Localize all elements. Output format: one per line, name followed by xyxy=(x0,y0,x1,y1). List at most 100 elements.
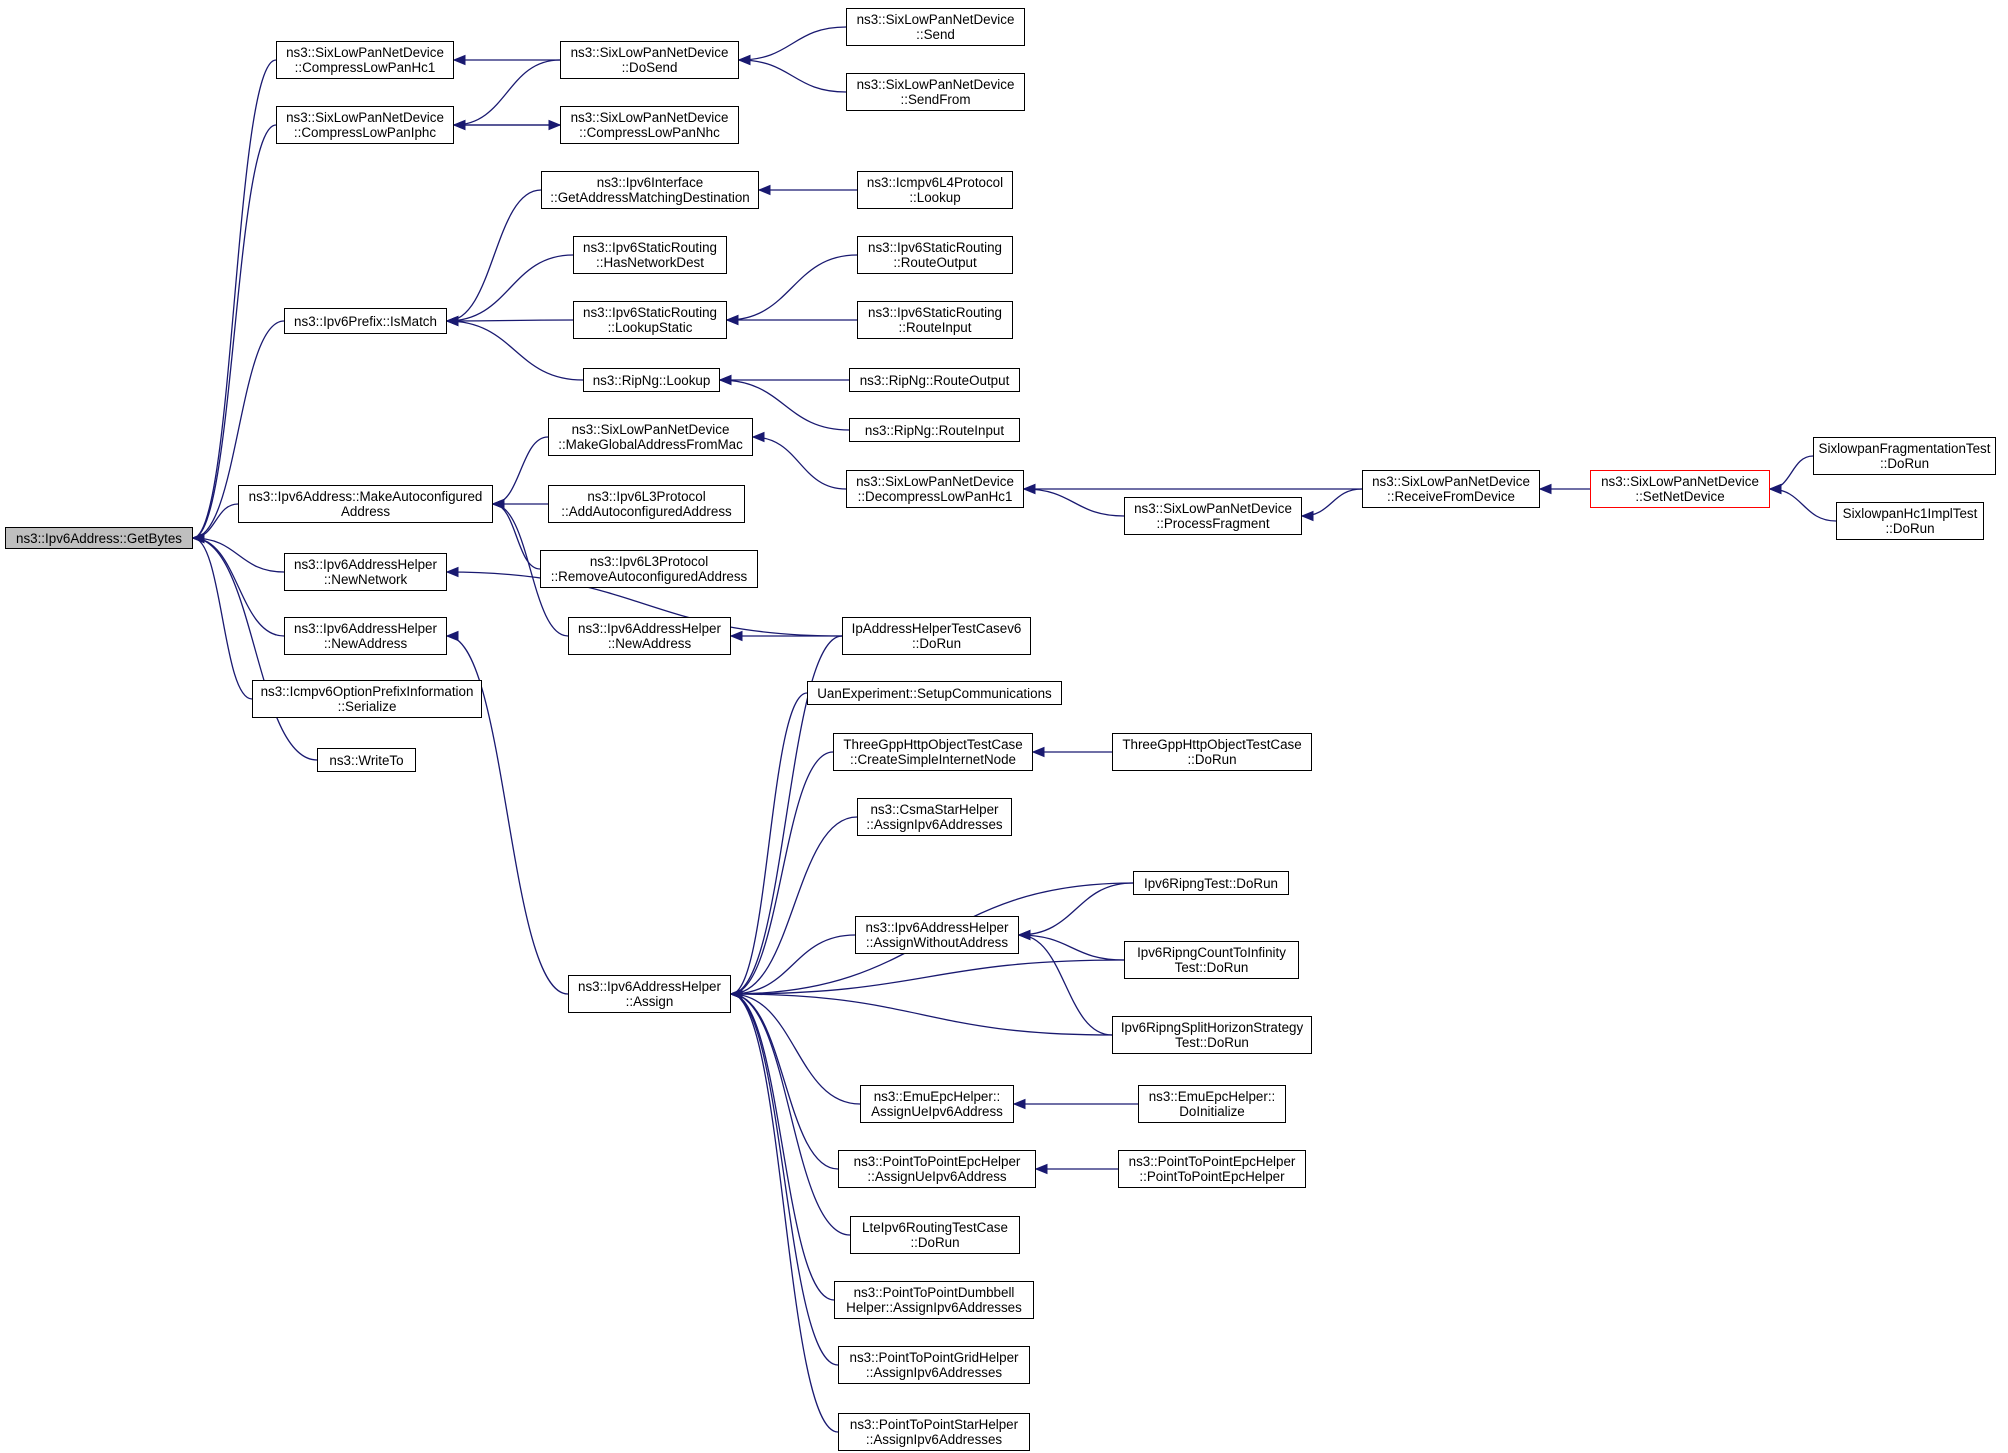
graph-node-addautoconf[interactable]: ns3::Ipv6L3Protocol::AddAutoconfiguredAd… xyxy=(548,485,745,523)
graph-node-threegpp-dorun[interactable]: ThreeGppHttpObjectTestCase::DoRun xyxy=(1112,733,1312,771)
node-label-line: ns3::PointToPointDumbbell xyxy=(853,1285,1015,1300)
graph-node-compresslowpanhc1[interactable]: ns3::SixLowPanNetDevice::CompressLowPanH… xyxy=(276,41,454,79)
graph-node-p2pgrid[interactable]: ns3::PointToPointGridHelper::AssignIpv6A… xyxy=(838,1346,1030,1384)
graph-edge xyxy=(730,993,839,1433)
graph-node-static-routeoutput[interactable]: ns3::Ipv6StaticRouting::RouteOutput xyxy=(857,236,1013,274)
graph-node-p2pepc-assign[interactable]: ns3::PointToPointEpcHelper::AssignUeIpv6… xyxy=(838,1150,1036,1188)
node-label-line: ns3::RipNg::Lookup xyxy=(592,372,711,388)
graph-node-ipaddrhelpertest[interactable]: IpAddressHelperTestCasev6::DoRun xyxy=(842,617,1031,655)
graph-edge-arrowhead xyxy=(1768,483,1782,495)
graph-node-fragtest-dorun[interactable]: SixlowpanFragmentationTest::DoRun xyxy=(1813,437,1996,475)
graph-edge-arrowhead xyxy=(1034,1163,1048,1175)
node-label-line: ::MakeGlobalAddressFromMac xyxy=(558,437,743,452)
graph-node-compresslowpannhc[interactable]: ns3::SixLowPanNetDevice::CompressLowPanN… xyxy=(560,106,739,144)
graph-node-helper-newaddress-m[interactable]: ns3::Ipv6AddressHelper::NewAddress xyxy=(568,617,731,655)
graph-node-sendfrom[interactable]: ns3::SixLowPanNetDevice::SendFrom xyxy=(846,73,1025,111)
graph-edge xyxy=(738,26,847,61)
graph-node-p2pstar[interactable]: ns3::PointToPointStarHelper::AssignIpv6A… xyxy=(838,1413,1030,1451)
node-label-line: ::RouteInput xyxy=(898,320,972,335)
node-label-line: ::DoSend xyxy=(621,60,678,75)
graph-node-static-routeinput[interactable]: ns3::Ipv6StaticRouting::RouteInput xyxy=(857,301,1013,339)
graph-node-emuepc-assign[interactable]: ns3::EmuEpcHelper::AssignUeIpv6Address xyxy=(860,1085,1014,1123)
graph-node-decompresslowpanhc1[interactable]: ns3::SixLowPanNetDevice::DecompressLowPa… xyxy=(846,470,1024,508)
graph-edge xyxy=(730,959,1125,995)
graph-node-icmpv6l4-lookup[interactable]: ns3::Icmpv6L4Protocol::Lookup xyxy=(857,171,1013,209)
node-label-line: ::NewAddress xyxy=(323,636,408,651)
node-label-line: ns3::CsmaStarHelper xyxy=(870,802,999,817)
graph-edge xyxy=(730,934,856,995)
graph-edge xyxy=(1018,934,1113,1036)
graph-node-getbytes: ns3::Ipv6Address::GetBytes xyxy=(5,527,193,549)
graph-edge-arrowhead xyxy=(757,184,771,196)
graph-edge xyxy=(738,59,847,93)
graph-node-getaddrmatching[interactable]: ns3::Ipv6Interface::GetAddressMatchingDe… xyxy=(541,171,759,209)
graph-node-helper-newnetwork[interactable]: ns3::Ipv6AddressHelper::NewNetwork xyxy=(284,553,447,591)
graph-node-writeto[interactable]: ns3::WriteTo xyxy=(317,748,416,772)
graph-node-processfragment[interactable]: ns3::SixLowPanNetDevice::ProcessFragment xyxy=(1124,497,1302,535)
graph-edge-arrowhead xyxy=(1300,510,1314,522)
graph-node-icmpv6-serialize[interactable]: ns3::Icmpv6OptionPrefixInformation::Seri… xyxy=(252,680,482,718)
graph-edge xyxy=(730,993,1113,1036)
graph-node-helper-newaddress-l[interactable]: ns3::Ipv6AddressHelper::NewAddress xyxy=(284,617,447,655)
graph-edge xyxy=(730,993,861,1105)
graph-edge-arrowhead xyxy=(1031,746,1045,758)
graph-node-ripng-routeoutput[interactable]: ns3::RipNg::RouteOutput xyxy=(849,368,1020,392)
node-label-line: ::SendFrom xyxy=(900,92,971,107)
graph-edge xyxy=(192,537,253,700)
graph-node-send[interactable]: ns3::SixLowPanNetDevice::Send xyxy=(846,8,1025,46)
node-label-line: ns3::Ipv6AddressHelper xyxy=(294,557,437,572)
graph-node-setnetdevice[interactable]: ns3::SixLowPanNetDevice::SetNetDevice xyxy=(1590,470,1770,508)
graph-node-lookupstatic[interactable]: ns3::Ipv6StaticRouting::LookupStatic xyxy=(573,301,727,339)
graph-node-dosend[interactable]: ns3::SixLowPanNetDevice::DoSend xyxy=(560,41,739,79)
node-label-line: ::CompressLowPanHc1 xyxy=(294,60,436,75)
node-label-line: ThreeGppHttpObjectTestCase xyxy=(1122,737,1302,752)
graph-node-emuepc-doinit[interactable]: ns3::EmuEpcHelper::DoInitialize xyxy=(1138,1085,1286,1123)
graph-edge-arrowhead xyxy=(751,431,765,443)
node-label-line: ::SetNetDevice xyxy=(1635,489,1725,504)
graph-node-assign[interactable]: ns3::Ipv6AddressHelper::Assign xyxy=(568,975,731,1013)
node-label-line: ns3::Ipv6AddressHelper xyxy=(294,621,437,636)
graph-edge-arrowhead xyxy=(191,532,205,544)
graph-node-hasnetworkdest[interactable]: ns3::Ipv6StaticRouting::HasNetworkDest xyxy=(573,236,727,274)
node-label-line: ns3::Ipv6L3Protocol xyxy=(589,554,709,569)
graph-node-removeautoconf[interactable]: ns3::Ipv6L3Protocol::RemoveAutoconfigure… xyxy=(540,550,758,588)
graph-node-ripngtest[interactable]: Ipv6RipngTest::DoRun xyxy=(1133,871,1289,895)
graph-node-uansetup[interactable]: UanExperiment::SetupCommunications xyxy=(807,681,1062,705)
graph-node-makeglobal[interactable]: ns3::SixLowPanNetDevice::MakeGlobalAddre… xyxy=(548,418,753,456)
graph-node-threegpp-create[interactable]: ThreeGppHttpObjectTestCase::CreateSimple… xyxy=(833,733,1033,771)
graph-edge-arrowhead xyxy=(491,498,505,510)
graph-edge xyxy=(1023,488,1125,517)
graph-node-ripng-routeinput[interactable]: ns3::RipNg::RouteInput xyxy=(849,418,1020,442)
graph-node-lteipv6[interactable]: LteIpv6RoutingTestCase::DoRun xyxy=(850,1216,1020,1254)
graph-node-receivefromdevice[interactable]: ns3::SixLowPanNetDevice::ReceiveFromDevi… xyxy=(1362,470,1540,508)
graph-node-ipv6prefix-ismatch[interactable]: ns3::Ipv6Prefix::IsMatch xyxy=(284,308,447,334)
node-label-line: ::ProcessFragment xyxy=(1156,516,1270,531)
graph-edge xyxy=(730,993,839,1366)
node-label-line: Test::DoRun xyxy=(1175,1035,1249,1050)
node-label-line: ns3::Icmpv6OptionPrefixInformation xyxy=(260,684,474,699)
graph-node-assignwithout[interactable]: ns3::Ipv6AddressHelper::AssignWithoutAdd… xyxy=(855,916,1019,954)
graph-node-csmastar[interactable]: ns3::CsmaStarHelper::AssignIpv6Addresses xyxy=(857,798,1012,836)
node-label-line: ns3::RipNg::RouteInput xyxy=(864,422,1005,438)
node-label-line: ns3::Ipv6AddressHelper xyxy=(578,979,721,994)
graph-node-p2pepc-ctor[interactable]: ns3::PointToPointEpcHelper::PointToPoint… xyxy=(1118,1150,1306,1188)
graph-edge xyxy=(446,635,569,995)
node-label-line: ns3::Icmpv6L4Protocol xyxy=(866,175,1004,190)
graph-edge-arrowhead xyxy=(718,374,732,386)
node-label-line: ::Assign xyxy=(625,994,674,1009)
node-label-line: ns3::PointToPointStarHelper xyxy=(849,1417,1019,1432)
node-label-line: ::CreateSimpleInternetNode xyxy=(850,752,1016,767)
node-label-line: ::AssignIpv6Addresses xyxy=(866,817,1003,832)
node-label-line: ::DoRun xyxy=(1885,521,1935,536)
graph-node-hc1impl-dorun[interactable]: SixlowpanHc1ImplTest::DoRun xyxy=(1836,502,1984,540)
node-label-line: ns3::SixLowPanNetDevice xyxy=(286,45,444,60)
node-label-line: ns3::PointToPointGridHelper xyxy=(849,1350,1019,1365)
graph-node-ripng-lookup[interactable]: ns3::RipNg::Lookup xyxy=(583,368,720,392)
graph-edge-arrowhead xyxy=(1538,483,1552,495)
node-label-line: ::Serialize xyxy=(337,699,397,714)
graph-node-compresslowpaniphc[interactable]: ns3::SixLowPanNetDevice::CompressLowPanI… xyxy=(276,106,454,144)
